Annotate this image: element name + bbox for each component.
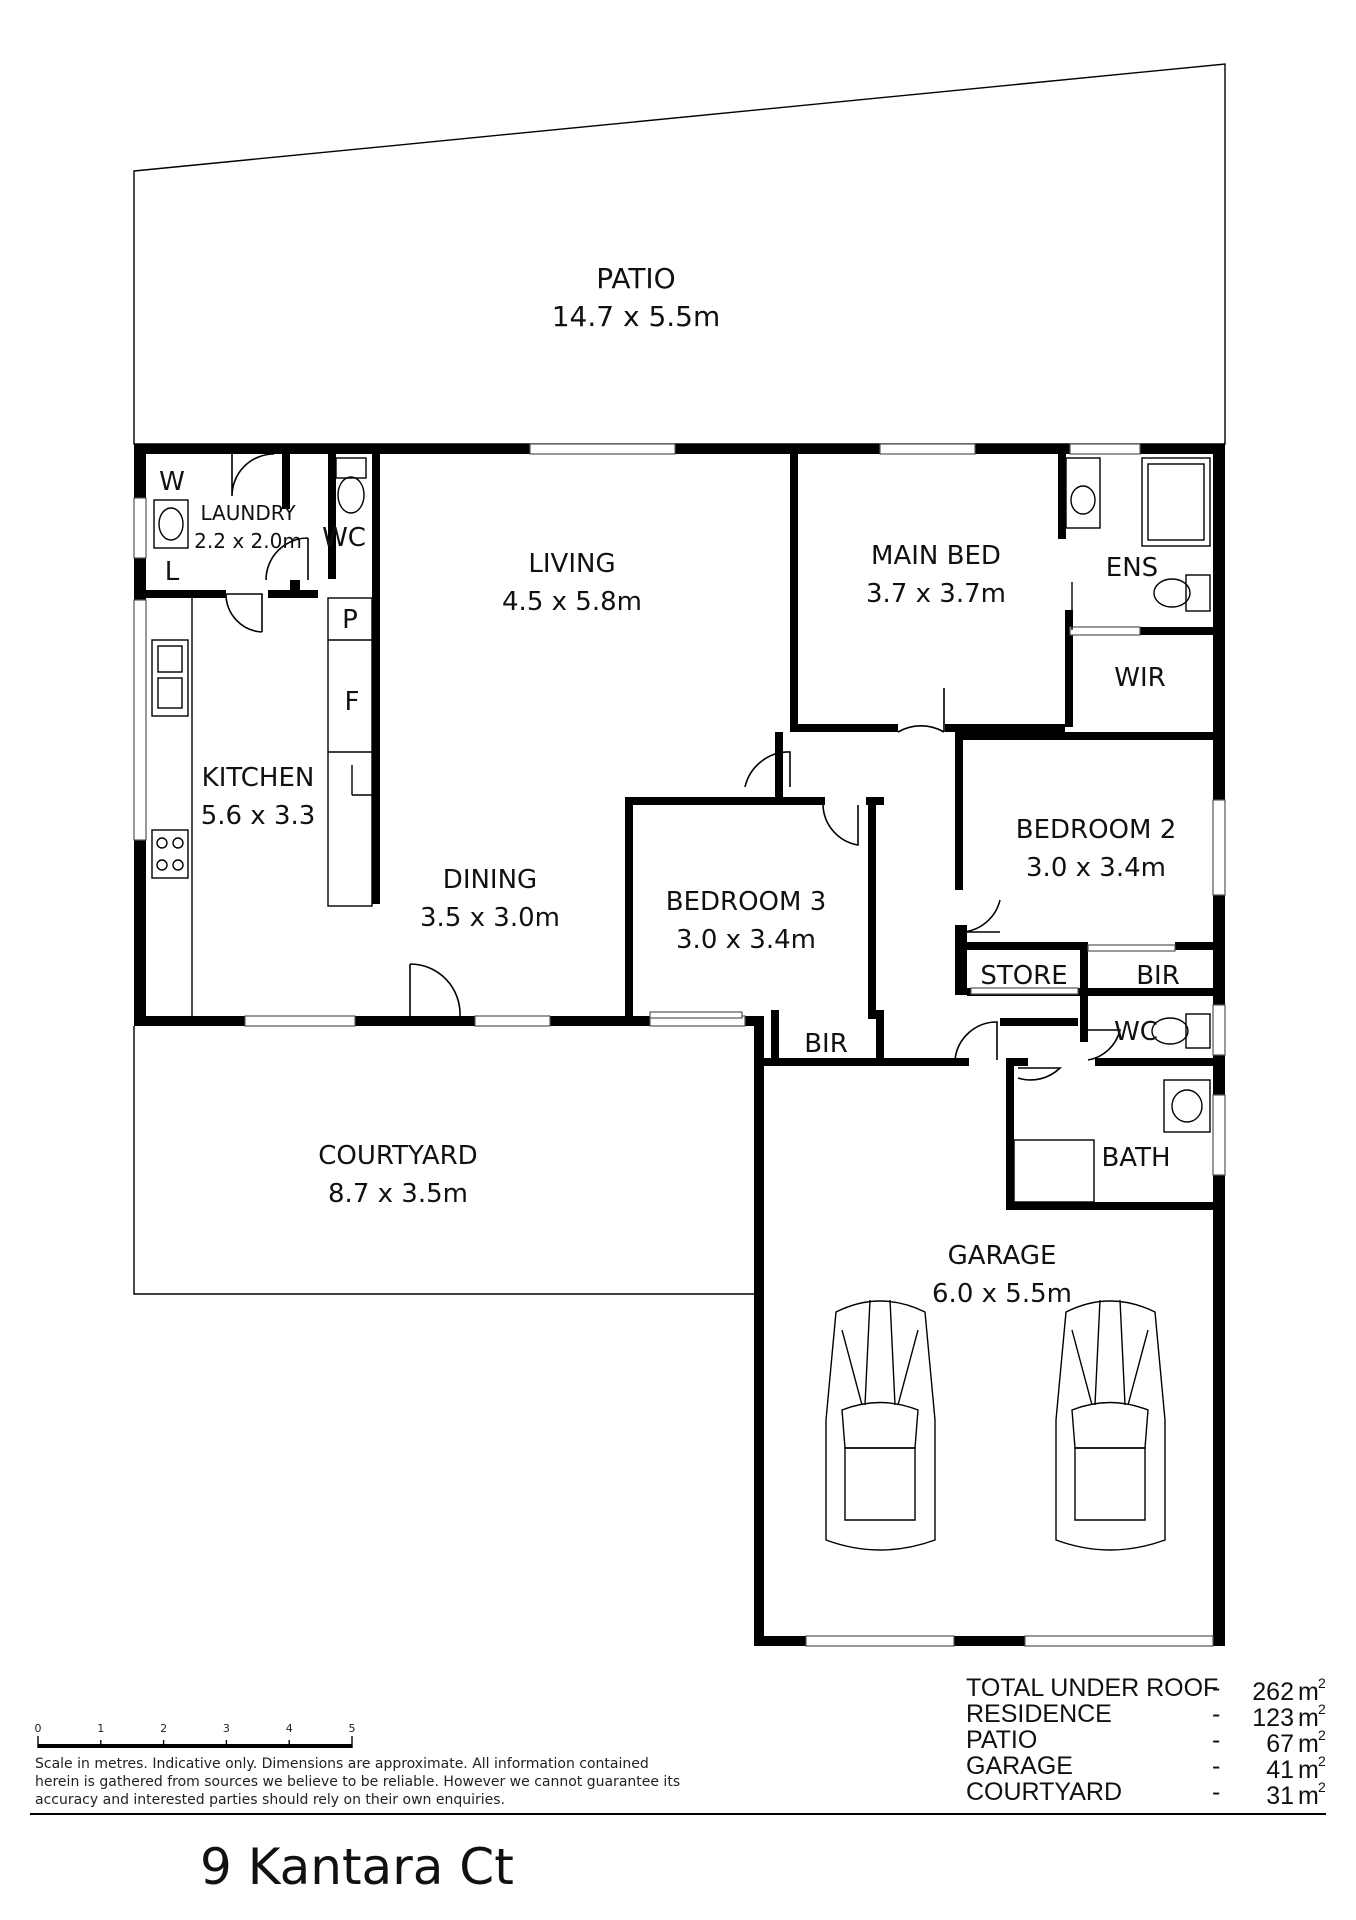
scale-tick-label: 0 bbox=[35, 1722, 42, 1735]
disclaimer-line: accuracy and interested parties should r… bbox=[35, 1792, 505, 1808]
patio-outline bbox=[133, 63, 1226, 445]
area-value: 262 bbox=[1252, 1678, 1294, 1706]
area-unit-exponent: 2 bbox=[1318, 1701, 1326, 1717]
car-left-icon bbox=[825, 1299, 936, 1551]
wir-label: WIR bbox=[1114, 663, 1165, 693]
fixtures bbox=[151, 457, 1211, 1203]
area-unit: m bbox=[1298, 1704, 1319, 1732]
kitchen-dims: 5.6 x 3.3 bbox=[201, 801, 316, 831]
laundry-l-label: L bbox=[165, 557, 180, 587]
area-label: COURTYARD bbox=[966, 1778, 1122, 1806]
bedroom-3-dims: 3.0 x 3.4m bbox=[676, 925, 816, 955]
scale-tick-label: 4 bbox=[286, 1722, 293, 1735]
courtyard-dims: 8.7 x 3.5m bbox=[328, 1179, 468, 1209]
ensuite-label: ENS bbox=[1106, 553, 1158, 583]
scale-tick-label: 2 bbox=[160, 1722, 167, 1735]
living-dims: 4.5 x 5.8m bbox=[502, 587, 642, 617]
area-unit-exponent: 2 bbox=[1318, 1675, 1326, 1691]
living-label: LIVING bbox=[528, 549, 615, 579]
area-unit-exponent: 2 bbox=[1318, 1779, 1326, 1795]
area-unit: m bbox=[1298, 1756, 1319, 1784]
scale-bar: 0 1 2 3 4 5 bbox=[35, 1722, 356, 1748]
area-label: GARAGE bbox=[966, 1752, 1073, 1780]
laundry-w-label: W bbox=[159, 467, 185, 497]
fridge-label: F bbox=[345, 687, 360, 717]
area-schedule: TOTAL UNDER ROOF - 262 m 2 RESIDENCE - 1… bbox=[966, 1674, 1326, 1810]
garage-label: GARAGE bbox=[948, 1241, 1057, 1271]
scale-tick-label: 5 bbox=[349, 1722, 356, 1735]
area-dash: - bbox=[1212, 1700, 1220, 1728]
scale-tick-label: 1 bbox=[97, 1722, 104, 1735]
bedroom-2-dims: 3.0 x 3.4m bbox=[1026, 853, 1166, 883]
disclaimer-line: herein is gathered from sources we belie… bbox=[35, 1774, 680, 1790]
area-unit: m bbox=[1298, 1730, 1319, 1758]
area-value: 123 bbox=[1252, 1704, 1294, 1732]
windows bbox=[133, 443, 1226, 1647]
area-label: TOTAL UNDER ROOF bbox=[966, 1674, 1218, 1702]
wc-label: WC bbox=[322, 523, 366, 553]
area-value: 41 bbox=[1266, 1756, 1294, 1784]
area-unit: m bbox=[1298, 1678, 1319, 1706]
area-dash: - bbox=[1212, 1674, 1220, 1702]
bedroom-3-label: BEDROOM 3 bbox=[666, 887, 827, 917]
area-unit: m bbox=[1298, 1782, 1319, 1810]
bedroom-2-label: BEDROOM 2 bbox=[1016, 815, 1177, 845]
disclaimer-line: Scale in metres. Indicative only. Dimens… bbox=[35, 1756, 649, 1772]
wc-2-label: WC bbox=[1114, 1017, 1158, 1047]
courtyard-outline bbox=[133, 1026, 754, 1295]
address-title: 9 Kantara Ct bbox=[200, 1838, 514, 1896]
dining-dims: 3.5 x 3.0m bbox=[420, 903, 560, 933]
area-value: 67 bbox=[1266, 1730, 1294, 1758]
garage-dims: 6.0 x 5.5m bbox=[932, 1279, 1072, 1309]
car-right-icon bbox=[1055, 1299, 1166, 1551]
area-label: PATIO bbox=[966, 1726, 1037, 1754]
area-dash: - bbox=[1212, 1752, 1220, 1780]
patio-dims: 14.7 x 5.5m bbox=[552, 300, 721, 333]
bir-bedroom-2-label: BIR bbox=[1136, 961, 1180, 991]
area-value: 31 bbox=[1266, 1782, 1294, 1810]
store-label: STORE bbox=[980, 961, 1067, 991]
scale-tick-label: 3 bbox=[223, 1722, 230, 1735]
area-unit-exponent: 2 bbox=[1318, 1727, 1326, 1743]
laundry-dims: 2.2 x 2.0m bbox=[194, 529, 302, 553]
patio-label: PATIO bbox=[596, 262, 675, 295]
main-bed-dims: 3.7 x 3.7m bbox=[866, 579, 1006, 609]
dining-label: DINING bbox=[443, 865, 537, 895]
doors bbox=[225, 453, 1176, 1081]
area-dash: - bbox=[1212, 1726, 1220, 1754]
area-dash: - bbox=[1212, 1778, 1220, 1806]
laundry-label: LAUNDRY bbox=[200, 501, 296, 525]
courtyard-label: COURTYARD bbox=[318, 1141, 477, 1171]
bath-label: BATH bbox=[1101, 1143, 1170, 1173]
main-bed-label: MAIN BED bbox=[871, 541, 1001, 571]
kitchen-label: KITCHEN bbox=[202, 763, 315, 793]
area-unit-exponent: 2 bbox=[1318, 1753, 1326, 1769]
pantry-label: P bbox=[342, 605, 358, 635]
exterior-walls bbox=[134, 444, 1225, 1646]
bir-bedroom-3-label: BIR bbox=[804, 1029, 848, 1059]
area-label: RESIDENCE bbox=[966, 1700, 1112, 1728]
